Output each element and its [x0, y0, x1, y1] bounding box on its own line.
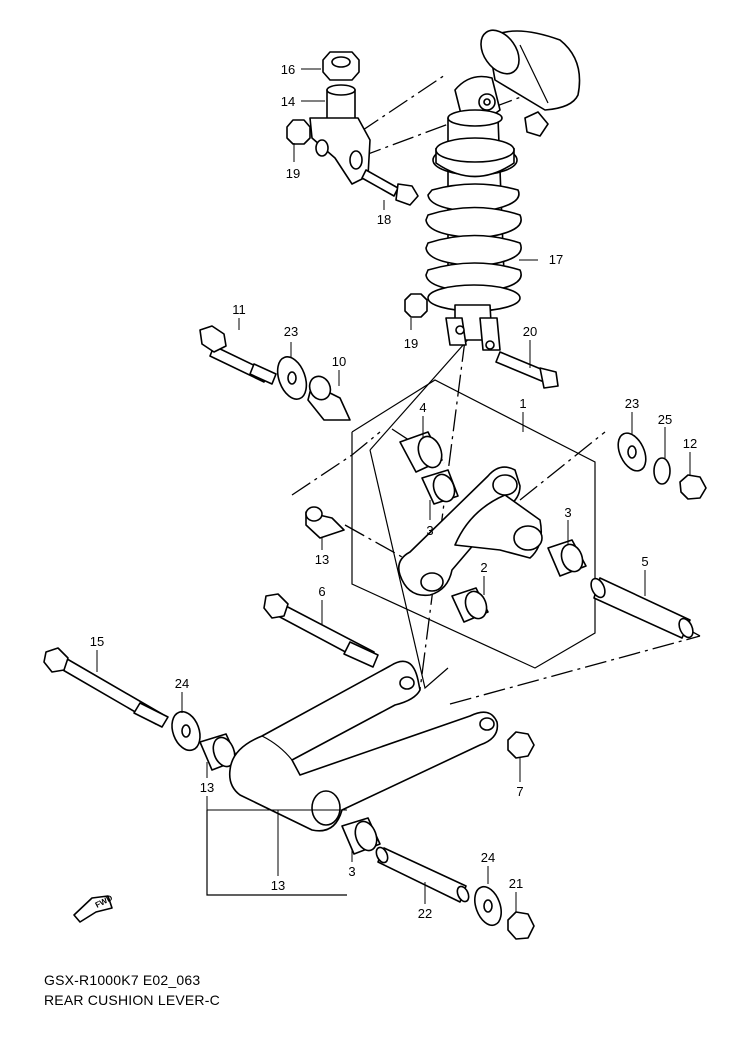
callout-9: 11 [232, 302, 246, 317]
callout-13-lower: 3 [348, 864, 355, 879]
nut-10 [679, 474, 707, 500]
callout-18: 18 [377, 212, 391, 227]
fwd-arrow-icon: FWD [73, 893, 114, 923]
bearing-3-upper [421, 469, 459, 505]
bearing-13-lower [341, 817, 381, 855]
top-bracket [286, 51, 419, 206]
callout-14: 22 [418, 906, 432, 921]
rear-shock-absorber [425, 29, 581, 351]
callout-21: 14 [281, 94, 295, 109]
washer-23-right [617, 432, 647, 472]
collar-14 [375, 846, 470, 903]
diagram-code: GSX-R1000K7 E02_063 [44, 972, 201, 988]
callout-1: 1 [519, 396, 526, 411]
nut-7 [507, 731, 535, 759]
callout-10: 12 [683, 436, 697, 451]
callout-23-left: 23 [284, 324, 298, 339]
collar-11 [305, 506, 345, 539]
nut-16 [507, 911, 535, 940]
bolt-20 [495, 351, 559, 389]
callout-19-lower: 19 [404, 336, 418, 351]
diagram-title: REAR CUSHION LEVER-C [44, 992, 220, 1008]
callout-6: 6 [318, 584, 325, 599]
callout-20: 20 [523, 324, 537, 339]
bearing-4 [399, 431, 443, 473]
cushion-rod [228, 660, 499, 832]
washer-24-right [474, 885, 502, 927]
bolt-6 [263, 593, 379, 668]
bearing-2 [451, 587, 489, 623]
callout-19-top: 19 [286, 166, 300, 181]
callout-8: 10 [332, 354, 346, 369]
callout-13-left: 13 [200, 780, 214, 795]
bolt-9 [199, 325, 277, 385]
assembly-outline [206, 334, 596, 896]
collar-8 [307, 375, 351, 421]
callout-2: 2 [480, 560, 487, 575]
callout-12: 13 [271, 878, 285, 893]
callout-5: 5 [641, 554, 648, 569]
callout-7: 7 [516, 784, 523, 799]
callout-24-right: 24 [481, 850, 495, 865]
callout-17: 17 [549, 252, 563, 267]
callouts: 16 14 19 18 17 11 23 10 19 20 4 1 23 25 … [90, 62, 697, 921]
washer-24-left [171, 710, 201, 752]
bolt-15 [43, 647, 169, 728]
callout-15: 15 [90, 634, 104, 649]
callout-22: 16 [281, 62, 295, 77]
collar-5 [590, 577, 694, 639]
washer-23-left [276, 356, 308, 400]
washer-25 [653, 457, 671, 485]
callout-24-left: 24 [175, 676, 189, 691]
callout-4: 4 [419, 400, 426, 415]
callout-16: 21 [509, 876, 523, 891]
callout-25: 25 [658, 412, 672, 427]
nut-19-lower [404, 293, 428, 318]
callout-11: 13 [315, 552, 329, 567]
callout-23-right: 23 [625, 396, 639, 411]
leader-lines [96, 68, 691, 912]
cushion-lever [397, 466, 543, 597]
callout-3-a: 3 [426, 523, 433, 538]
bearing-3-right [547, 539, 587, 577]
callout-3-b: 3 [564, 505, 571, 520]
